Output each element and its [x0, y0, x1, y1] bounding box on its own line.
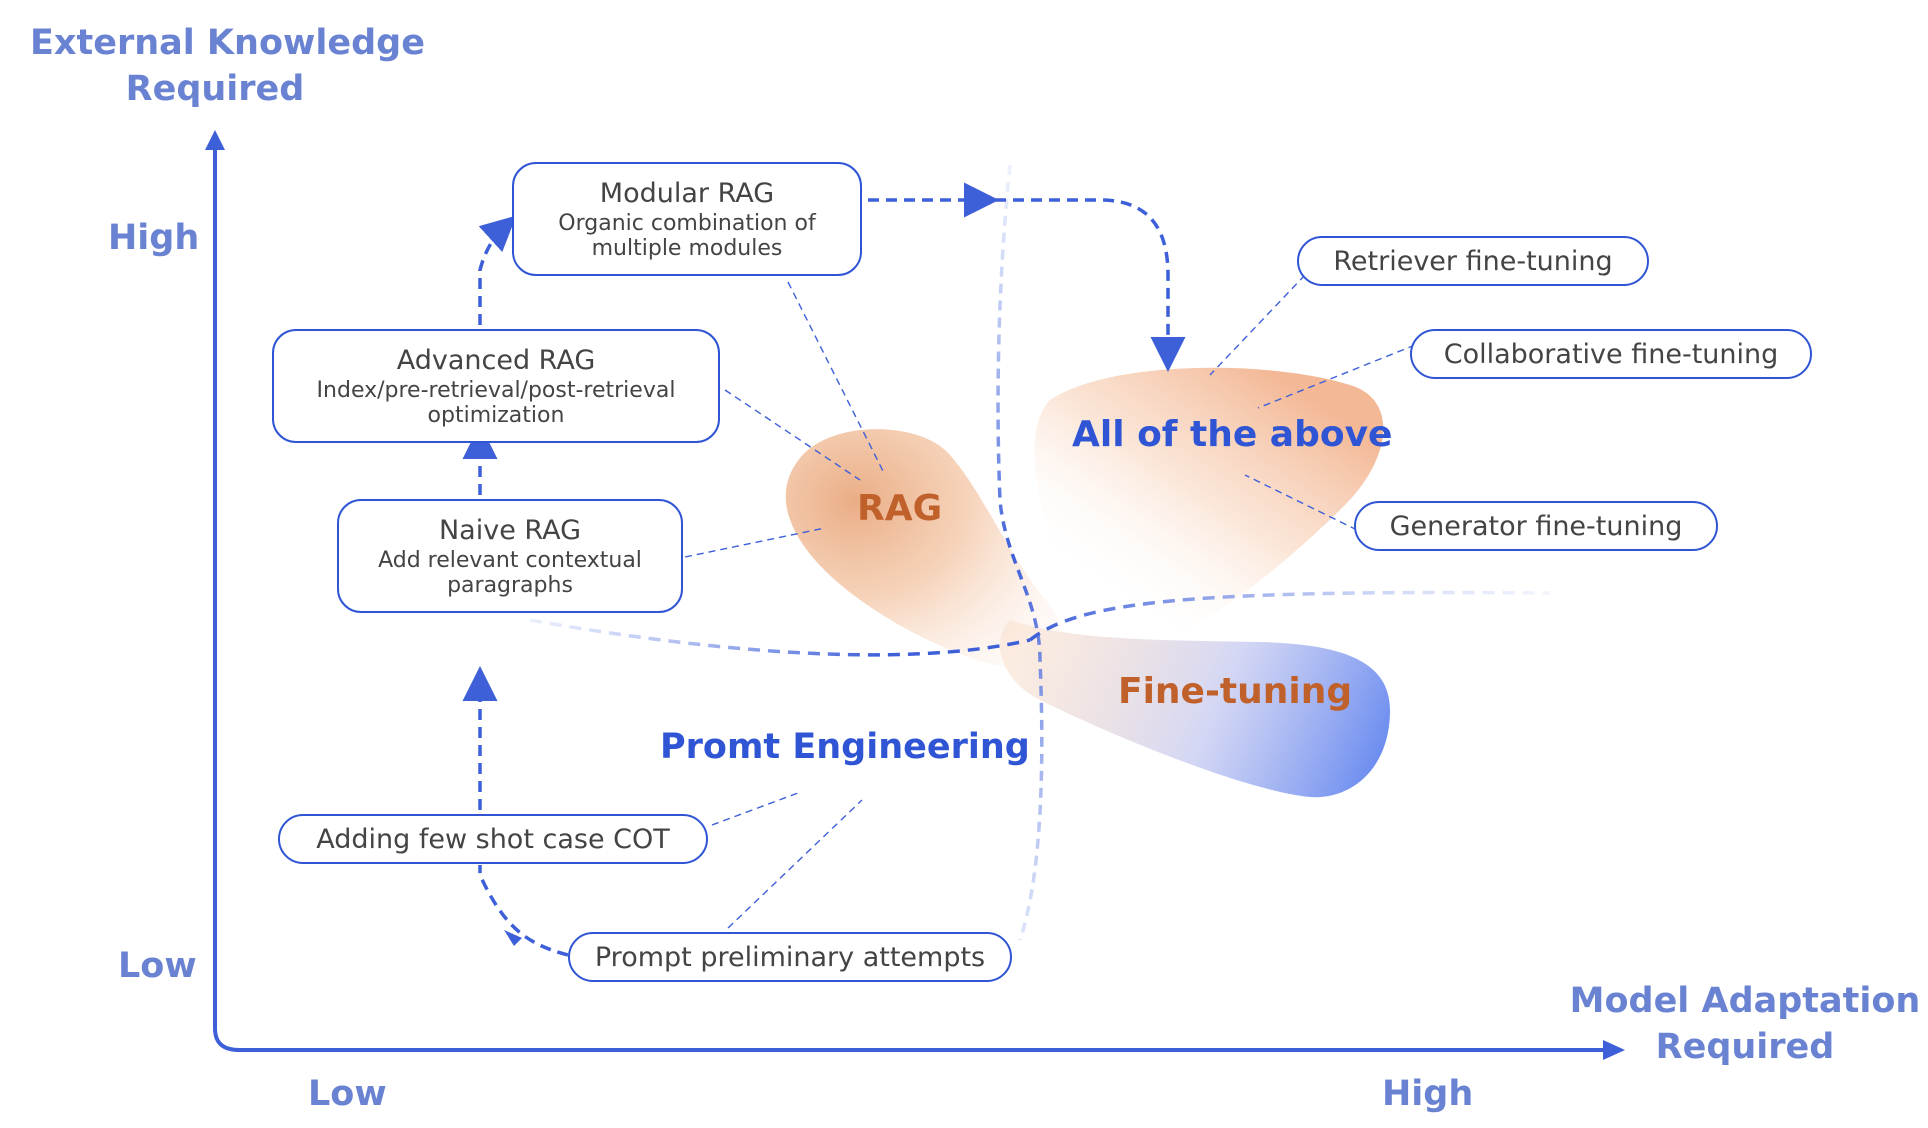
arrowhead-prompt-to-fewshot: [504, 930, 522, 946]
y-axis-low-label: Low: [118, 946, 197, 986]
y-axis-high-label: High: [108, 218, 200, 258]
arrow-prompt-to-fewshot: [478, 865, 569, 957]
connector-collab: [1257, 344, 1416, 409]
rag-label: RAG: [857, 488, 943, 529]
vertical-boundary-line: [996, 164, 1044, 941]
x-axis-title-line1: Model Adaptation: [1569, 981, 1921, 1021]
modular-rag-box: Modular RAG Organic combination of multi…: [512, 162, 862, 276]
connector-generator: [1244, 474, 1358, 531]
y-axis-title-line2: Required: [125, 69, 305, 109]
few-shot-cot-label: Adding few shot case COT: [316, 823, 670, 855]
y-axis-title-line1: External Knowledge: [30, 23, 425, 63]
x-axis-low-label: Low: [308, 1074, 387, 1114]
connector-prompt-pe: [727, 799, 863, 929]
prompt-attempts-label: Prompt preliminary attempts: [594, 941, 986, 973]
connector-fewshot-pe: [711, 792, 799, 826]
y-axis-title: External Knowledge Required: [30, 20, 425, 112]
naive-rag-desc-1: Add relevant contextual: [378, 548, 642, 573]
all-of-the-above-label: All of the above: [1072, 414, 1393, 455]
retriever-ft-label: Retriever fine-tuning: [1333, 245, 1613, 277]
arrow-advanced-to-modular: [478, 215, 517, 325]
x-axis-high-label: High: [1382, 1074, 1474, 1114]
y-axis-arrowhead: [205, 130, 225, 150]
modular-rag-desc-1: Organic combination of: [558, 211, 816, 236]
few-shot-cot-box: Adding few shot case COT: [278, 814, 708, 864]
arrow-modular-to-all-curve: [995, 198, 1186, 372]
horizontal-boundary-left: [529, 618, 1031, 657]
retriever-ft-box: Retriever fine-tuning: [1297, 236, 1649, 286]
connector-retriever: [1209, 274, 1306, 376]
advanced-rag-desc-2: optimization: [427, 403, 565, 428]
advanced-rag-title: Advanced RAG: [396, 345, 596, 376]
connector-modular-rag: [787, 281, 886, 476]
fine-tuning-region: [1000, 620, 1390, 798]
collaborative-ft-label: Collaborative fine-tuning: [1443, 338, 1779, 370]
prompt-attempts-box: Prompt preliminary attempts: [568, 932, 1012, 982]
x-axis-title: Model Adaptation Required: [1560, 978, 1928, 1070]
modular-rag-desc-2: multiple modules: [591, 236, 783, 261]
generator-ft-box: Generator fine-tuning: [1354, 501, 1718, 551]
rag-region: [785, 429, 1064, 671]
naive-rag-desc-2: paragraphs: [447, 573, 573, 598]
horizontal-boundary-right: [1028, 590, 1551, 642]
connector-advanced-rag: [724, 389, 861, 481]
x-axis-title-line2: Required: [1655, 1027, 1835, 1067]
all-of-the-above-region: [1034, 367, 1384, 643]
naive-rag-box: Naive RAG Add relevant contextual paragr…: [337, 499, 683, 613]
modular-rag-title: Modular RAG: [599, 178, 775, 209]
advanced-rag-desc-1: Index/pre-retrieval/post-retrieval: [316, 378, 676, 403]
x-axis-line: [213, 1027, 1605, 1052]
prompt-engineering-label: Promt Engineering: [660, 727, 1030, 767]
collaborative-ft-box: Collaborative fine-tuning: [1410, 329, 1812, 379]
advanced-rag-box: Advanced RAG Index/pre-retrieval/post-re…: [272, 329, 720, 443]
generator-ft-label: Generator fine-tuning: [1389, 510, 1683, 542]
fine-tuning-label: Fine-tuning: [1118, 671, 1353, 712]
x-axis-arrowhead: [1603, 1040, 1625, 1060]
naive-rag-title: Naive RAG: [438, 515, 581, 546]
